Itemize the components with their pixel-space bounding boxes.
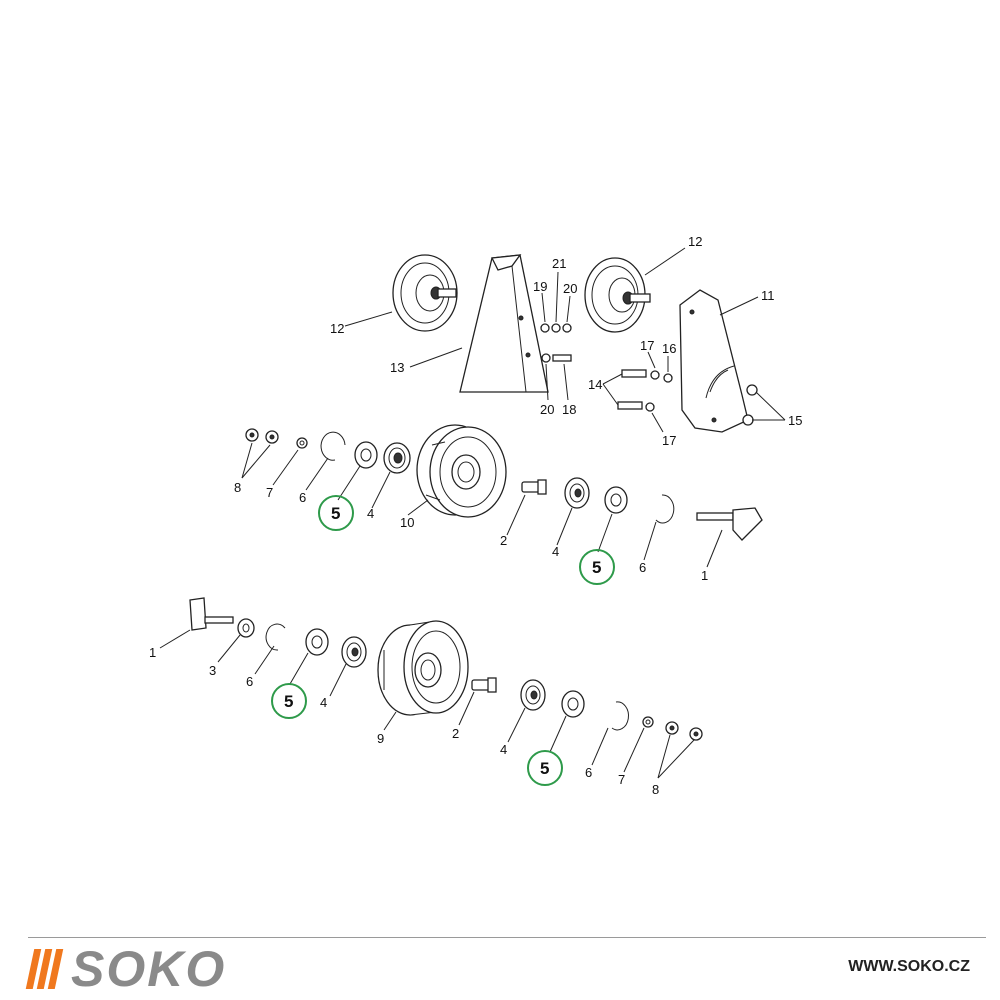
hardware-14-15-16-17 bbox=[617, 369, 758, 426]
mid-circlip-6b bbox=[655, 494, 675, 524]
part-label: 16 bbox=[662, 341, 676, 356]
part-label: 4 bbox=[320, 695, 327, 710]
low-washer-7 bbox=[642, 716, 654, 728]
exploded-parts-diagram: 12 13 12 11 19 21 20 20 18 17 16 14 15 1… bbox=[149, 234, 802, 797]
low-spacer-5b bbox=[561, 690, 585, 718]
website-url: WWW.SOKO.CZ bbox=[848, 958, 970, 975]
mid-bearing-4 bbox=[383, 442, 411, 474]
low-circlip-6b bbox=[611, 701, 629, 731]
low-bearing-4 bbox=[341, 636, 367, 668]
part-label: 20 bbox=[563, 281, 577, 296]
part-label: 17 bbox=[662, 433, 676, 448]
part-label: 20 bbox=[540, 402, 554, 417]
part-label: 8 bbox=[652, 782, 659, 797]
part-label: 15 bbox=[788, 413, 802, 428]
mid-circlip-6 bbox=[320, 431, 346, 461]
part-label: 5 bbox=[540, 759, 549, 778]
mid-bolt-1 bbox=[696, 507, 763, 541]
mid-bearing-4b bbox=[564, 477, 590, 509]
part-label: 6 bbox=[639, 560, 646, 575]
highlight-circle bbox=[527, 750, 563, 786]
highlight-circle bbox=[318, 495, 354, 531]
part-label: 10 bbox=[400, 515, 414, 530]
roller-9 bbox=[377, 620, 469, 716]
part-label: 19 bbox=[533, 279, 547, 294]
mid-spacer-5b bbox=[604, 486, 628, 514]
part-label: 4 bbox=[367, 506, 374, 521]
part-label: 12 bbox=[330, 321, 344, 336]
highlight-circle bbox=[271, 683, 307, 719]
low-bearing-4b bbox=[520, 679, 546, 711]
mid-axle-2 bbox=[521, 479, 547, 495]
low-axle-2 bbox=[471, 677, 497, 693]
soko-logo: SOKO bbox=[25, 941, 227, 997]
part-label: 9 bbox=[377, 731, 384, 746]
logo-text: SOKO bbox=[71, 941, 227, 997]
part-label: 14 bbox=[588, 377, 602, 392]
logo-bars-icon bbox=[25, 949, 64, 989]
low-bolt-1 bbox=[189, 597, 234, 631]
part-label: 6 bbox=[299, 490, 306, 505]
plate-11 bbox=[679, 289, 749, 433]
low-washer-3 bbox=[237, 618, 255, 638]
part-label: 2 bbox=[452, 726, 459, 741]
part-label: 8 bbox=[234, 480, 241, 495]
highlight-circle bbox=[579, 549, 615, 585]
pulley-12-left bbox=[392, 254, 458, 332]
part-label: 4 bbox=[500, 742, 507, 757]
low-circlip-6 bbox=[265, 623, 286, 651]
mid-spacer-5 bbox=[354, 441, 378, 469]
low-nuts-8 bbox=[665, 721, 703, 741]
part-label: 7 bbox=[618, 772, 625, 787]
part-label: 6 bbox=[585, 765, 592, 780]
part-label: 21 bbox=[552, 256, 566, 271]
bracket-13 bbox=[459, 254, 549, 393]
part-label: 5 bbox=[284, 692, 293, 711]
part-label: 4 bbox=[552, 544, 559, 559]
part-label: 18 bbox=[562, 402, 576, 417]
part-label: 5 bbox=[592, 558, 601, 577]
part-label: 17 bbox=[640, 338, 654, 353]
part-label: 1 bbox=[701, 568, 708, 583]
part-label: 6 bbox=[246, 674, 253, 689]
mid-washer-7 bbox=[296, 437, 308, 449]
footer-divider bbox=[28, 937, 986, 938]
pulley-12-right bbox=[584, 257, 651, 333]
part-label: 13 bbox=[390, 360, 404, 375]
part-label: 12 bbox=[688, 234, 702, 249]
low-spacer-5 bbox=[305, 628, 329, 656]
part-label: 11 bbox=[761, 288, 775, 303]
part-label: 1 bbox=[149, 645, 156, 660]
part-label: 3 bbox=[209, 663, 216, 678]
hardware-19-21-20 bbox=[540, 323, 572, 363]
pulley-10 bbox=[416, 424, 507, 518]
mid-nuts-8 bbox=[245, 428, 279, 444]
part-label: 7 bbox=[266, 485, 273, 500]
part-label: 5 bbox=[331, 504, 340, 523]
part-label: 2 bbox=[500, 533, 507, 548]
